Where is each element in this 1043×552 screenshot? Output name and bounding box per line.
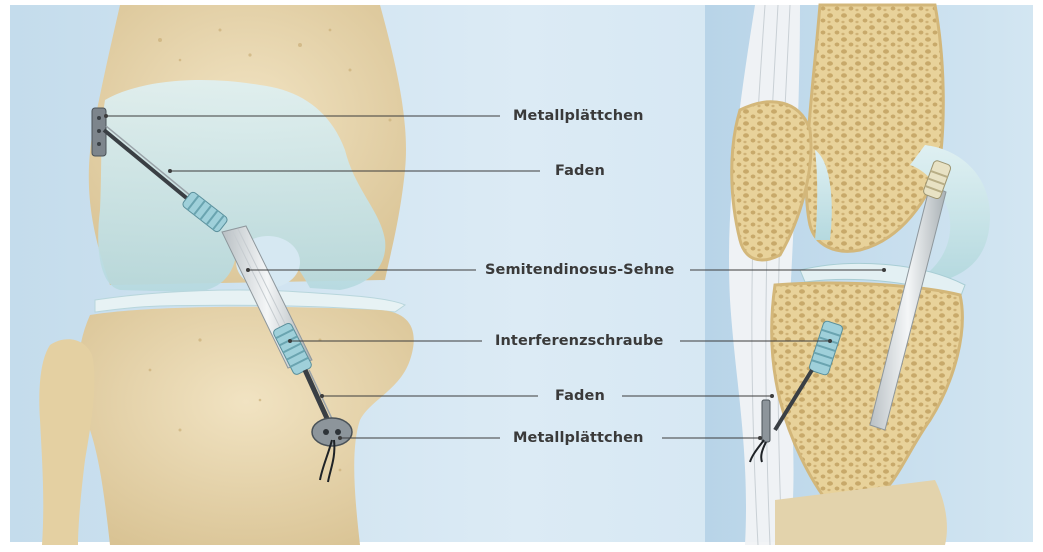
label-metallplaettchen-bottom: Metallplättchen bbox=[513, 429, 644, 447]
label-semitendinosus-sehne: Semitendinosus-Sehne bbox=[485, 261, 674, 279]
label-faden-bottom: Faden bbox=[555, 387, 605, 405]
label-faden-top: Faden bbox=[555, 162, 605, 180]
label-interferenzschraube: Interferenzschraube bbox=[495, 332, 663, 350]
label-metallplaettchen-top: Metallplättchen bbox=[513, 107, 644, 125]
metal-plate-side bbox=[762, 400, 770, 442]
